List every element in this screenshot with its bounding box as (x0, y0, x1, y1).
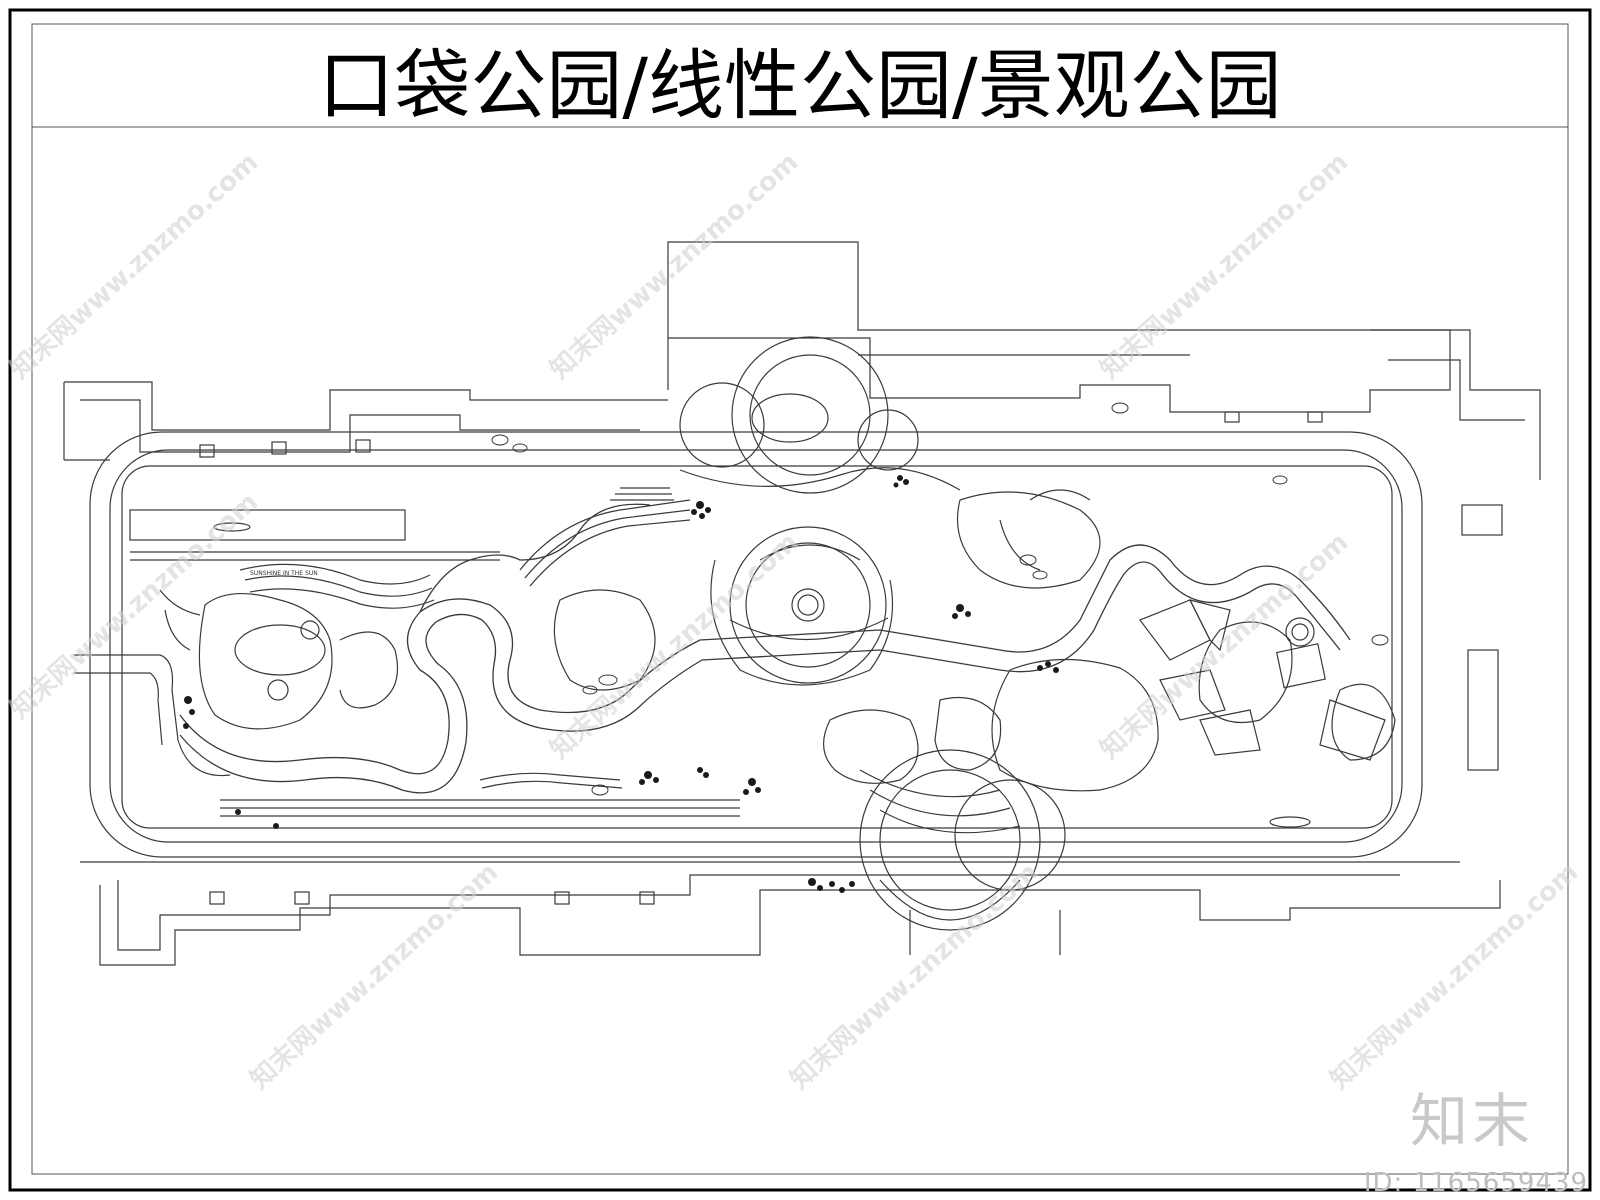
north-plaza-rings (679, 336, 961, 494)
central-circle-plaza (710, 526, 894, 686)
tree-cluster (808, 878, 855, 893)
tree-cluster (743, 778, 761, 795)
north-west-blocks (63, 381, 668, 461)
watermark-text: 知末网www.znzmo.com (5, 487, 265, 725)
watermark-text: 知末网www.znzmo.com (785, 857, 1045, 1095)
brand-logo: 知末 (1409, 1087, 1534, 1155)
plan-label: SUNSHINE IN THE SUN (250, 570, 318, 577)
watermark-text: 知末网www.znzmo.com (1095, 147, 1355, 385)
asset-id-label: ID: 1165659439 (1363, 1168, 1588, 1198)
south-plaza-rings (859, 749, 1066, 931)
central-lawns (553, 491, 1396, 792)
tree-cluster (697, 767, 709, 778)
tree-cluster (893, 475, 909, 488)
tree-cluster (639, 771, 659, 785)
watermark-text: 知末网www.znzmo.com (1325, 857, 1585, 1095)
edge-markers (199, 411, 1323, 905)
west-play-area (159, 563, 435, 730)
east-pavilion (1275, 617, 1386, 761)
tree-cluster (691, 501, 711, 519)
south-blocks (80, 861, 1501, 966)
north-building (667, 241, 1451, 413)
watermark-text: 知末网www.znzmo.com (245, 857, 505, 1095)
east-paving (999, 489, 1261, 756)
terraces (479, 487, 691, 789)
drawing-title: 口袋公园/线性公园/景观公园 (318, 41, 1281, 130)
outer-frame (8, 8, 1592, 1192)
west-entry-path (74, 654, 231, 777)
watermark-layer: 知末网www.znzmo.com 知末网www.znzmo.com 知末网www… (5, 147, 1585, 1095)
tree-cluster (183, 696, 195, 729)
tree-cluster (952, 604, 971, 619)
watermark-text: 知末网www.znzmo.com (5, 147, 265, 385)
site-plan (63, 241, 1541, 966)
south-arc-bench (859, 769, 1021, 834)
vegetation-clusters (183, 475, 1059, 893)
watermark-text: 知末网www.znzmo.com (1095, 527, 1355, 765)
south-strip (220, 799, 1311, 828)
stepping-stones (491, 402, 1389, 796)
tree-cluster (235, 809, 279, 829)
watermark-text: 知末网www.znzmo.com (545, 147, 805, 385)
tree-cluster (1037, 661, 1059, 673)
inner-frame (31, 23, 1569, 1175)
north-strip (129, 509, 500, 561)
watermark-text: 知末网www.znzmo.com (545, 527, 805, 765)
meandering-path (179, 503, 1351, 794)
park-boundary (121, 465, 1393, 829)
north-east-blocks (1370, 329, 1541, 771)
perimeter-road-outer (89, 431, 1423, 858)
